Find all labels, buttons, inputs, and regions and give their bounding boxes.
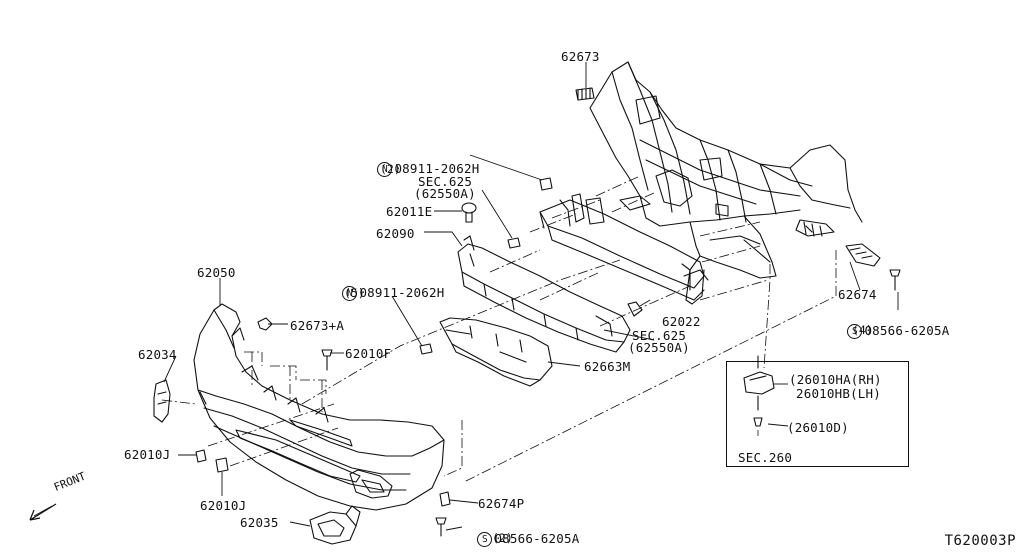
label-62022: 62022 bbox=[662, 314, 701, 329]
label-08911-mid-text: 08911-2062H bbox=[359, 285, 445, 300]
fog-lamp-cover bbox=[309, 505, 361, 545]
label-62010F: 62010F bbox=[345, 346, 392, 361]
label-08911-top-qty: (2) bbox=[380, 162, 401, 176]
horn-assembly bbox=[743, 355, 775, 427]
label-62010J-left: 62010J bbox=[124, 447, 171, 462]
energy-absorber bbox=[457, 235, 631, 353]
under-cover bbox=[439, 317, 553, 387]
label-sec625-top: SEC.625 bbox=[418, 174, 473, 189]
label-62673: 62673 bbox=[561, 49, 600, 64]
nut-symbol: N bbox=[342, 286, 358, 301]
label-sec625-top-sub: (62550A) bbox=[414, 186, 476, 201]
label-62050: 62050 bbox=[197, 265, 236, 280]
label-62034: 62034 bbox=[138, 347, 177, 362]
label-62011E: 62011E bbox=[386, 204, 433, 219]
label-sec260: SEC.260 bbox=[738, 450, 793, 465]
label-62674: 62674 bbox=[838, 287, 877, 302]
label-62010J-bottom: 62010J bbox=[200, 498, 247, 513]
front-bumper-fascia bbox=[193, 303, 445, 511]
label-08911-mid-qty: (5) bbox=[344, 286, 365, 300]
label-08566-right-qty: (4) bbox=[852, 323, 873, 337]
label-08566-right-text: 08566-6205A bbox=[864, 323, 950, 338]
label-26010HA: (26010HA(RH) bbox=[789, 372, 882, 387]
label-26010D: (26010D) bbox=[787, 420, 849, 435]
label-62090: 62090 bbox=[376, 226, 415, 241]
label-26010HB: 26010HB(LH) bbox=[796, 386, 881, 401]
radiator-core-support bbox=[571, 61, 863, 305]
label-08566-bottom-qty: (2) bbox=[492, 531, 513, 545]
fasteners bbox=[195, 87, 901, 537]
screw-symbol: S bbox=[847, 324, 863, 339]
label-62663M: 62663M bbox=[584, 359, 631, 374]
label-sec625-bot-sub: (62550A) bbox=[628, 340, 690, 355]
front-arrow-icon bbox=[29, 503, 57, 521]
label-62673A: 62673+A bbox=[290, 318, 345, 333]
nut-symbol: N bbox=[377, 162, 393, 177]
side-bracket bbox=[153, 379, 171, 423]
inset-box bbox=[726, 361, 909, 467]
label-08911-top-text: 08911-2062H bbox=[394, 161, 480, 176]
screw-symbol: S bbox=[477, 532, 493, 547]
label-62035: 62035 bbox=[240, 515, 279, 530]
label-08566-bottom-text: 08566-6205A bbox=[494, 531, 580, 546]
bumper-reinforcement bbox=[539, 199, 709, 301]
label-sec625-bot: SEC.625 bbox=[632, 328, 687, 343]
label-62674P: 62674P bbox=[478, 496, 525, 511]
diagram-code: T620003P bbox=[944, 533, 1016, 549]
